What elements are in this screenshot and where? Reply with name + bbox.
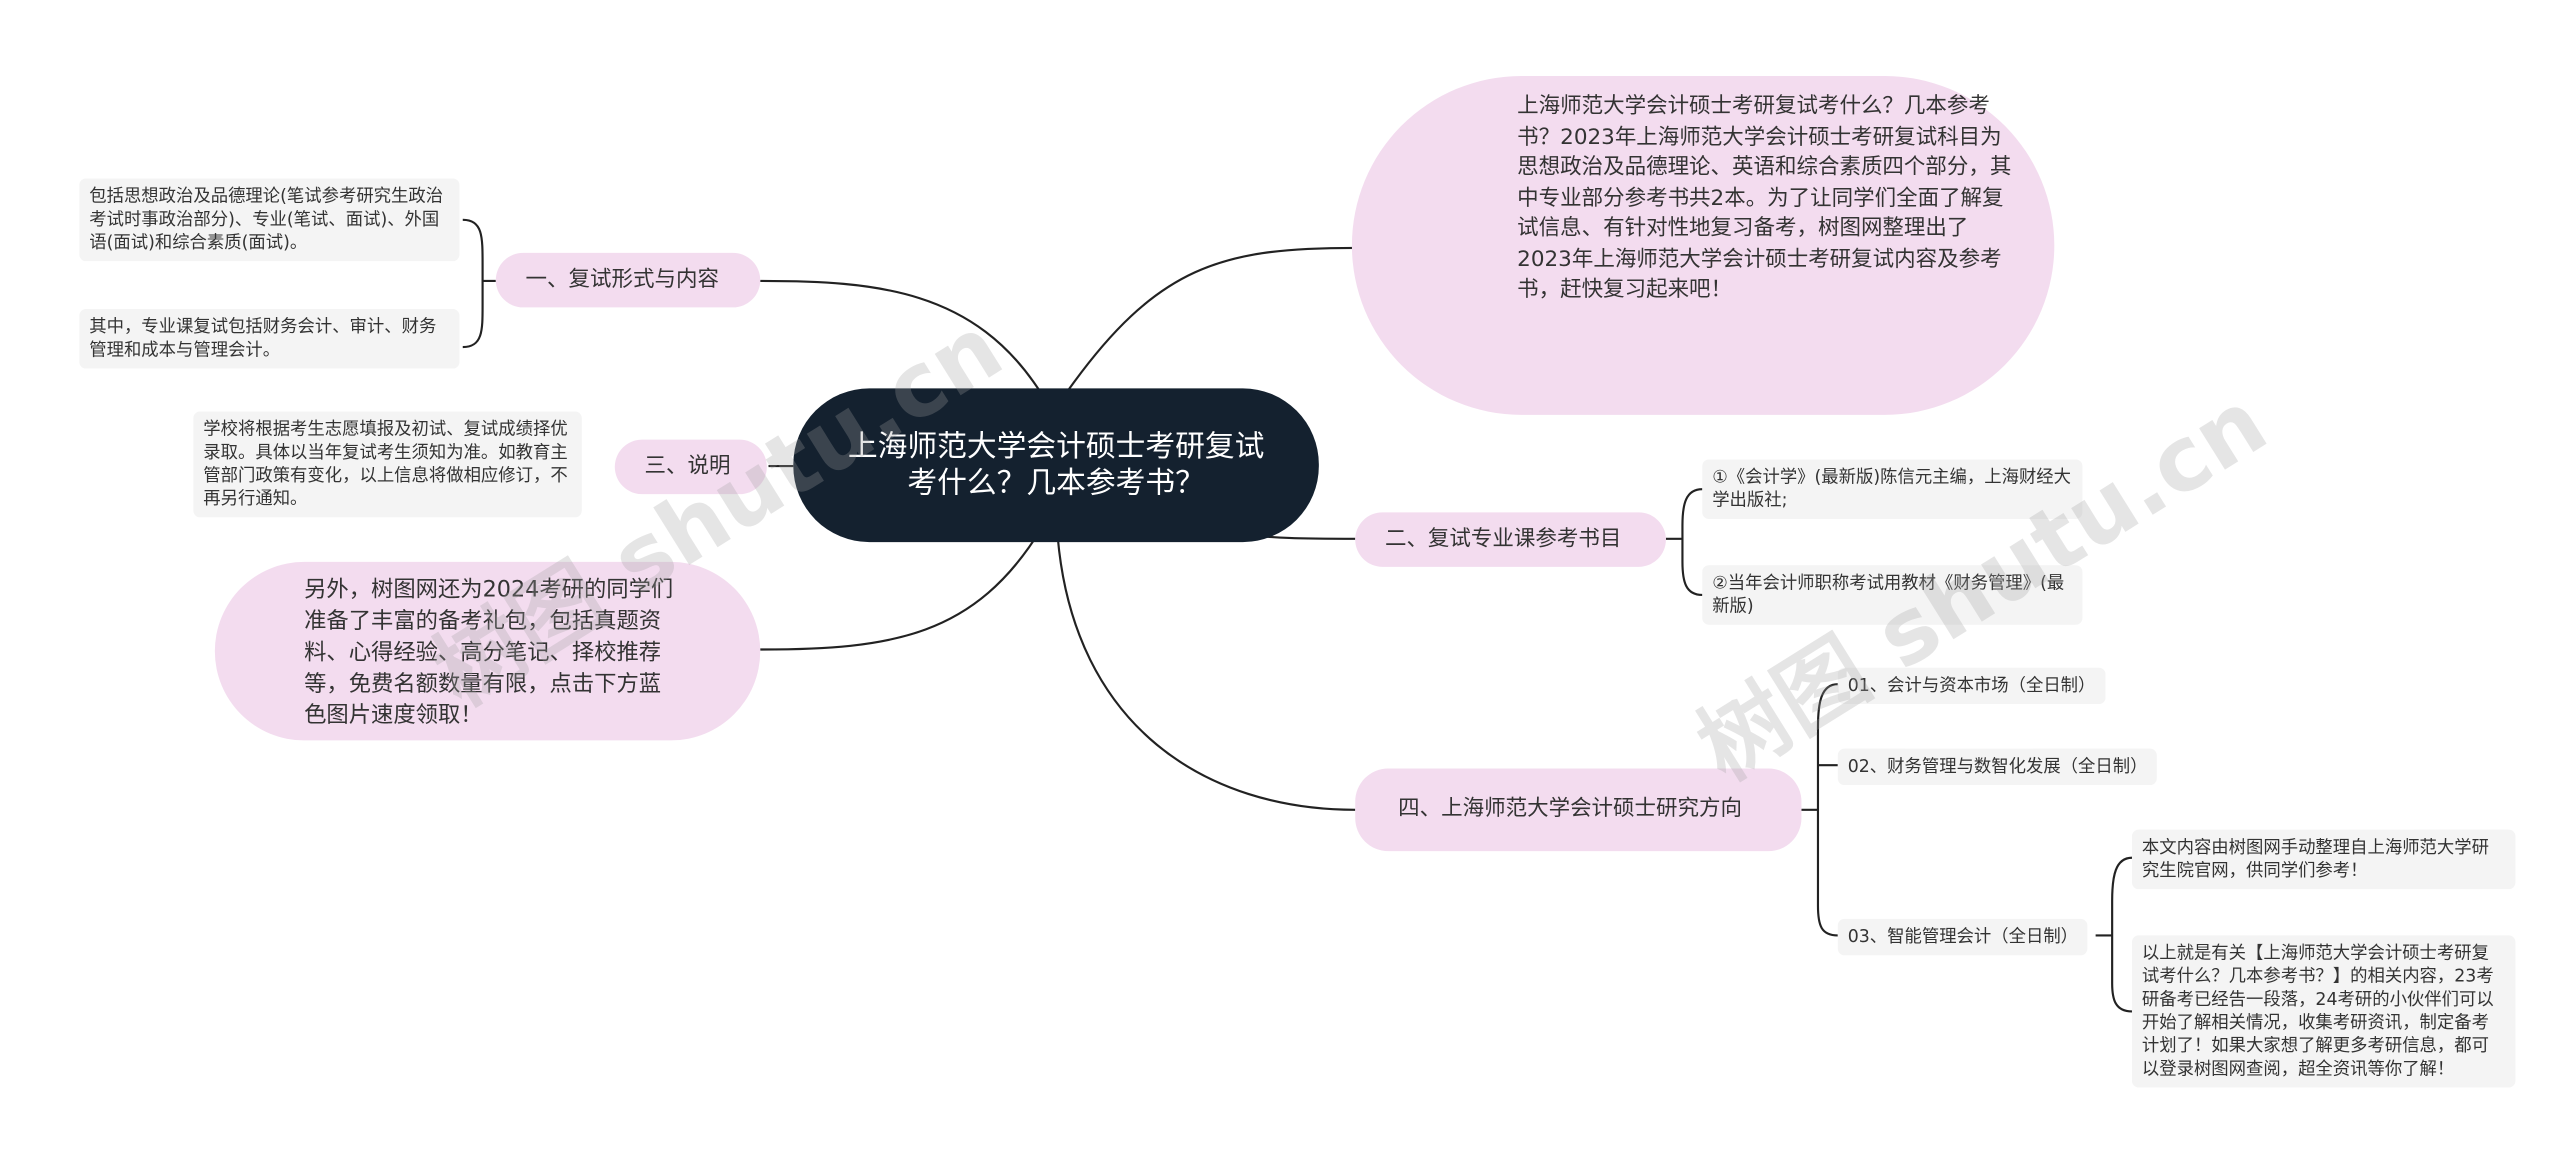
bracket-branch1 xyxy=(462,218,496,349)
branch-notes[interactable]: 三、说明 xyxy=(614,439,767,495)
leaf-notes-1-text: 学校将根据考生志愿填报及初试、复试成绩择优录取。具体以当年复试考生须知为准。如教… xyxy=(203,419,568,510)
edge-promo xyxy=(760,528,1043,651)
promo-text: 另外，树图网还为2024考研的同学们准备了丰富的备考礼包，包括真题资料、心得经验… xyxy=(304,576,674,729)
central-topic-label: 上海师范大学会计硕士考研复试考什么？几本参考书？ xyxy=(847,428,1265,500)
intro-text: 上海师范大学会计硕士考研复试考什么？几本参考书？2023年上海师范大学会计硕士考… xyxy=(1517,94,2012,303)
leaf-format-2-text: 其中，专业课复试包括财务会计、审计、财务管理和成本与管理会计。 xyxy=(89,317,437,361)
branch-research-directions[interactable]: 四、上海师范大学会计硕士研究方向 xyxy=(1355,768,1802,852)
leaf-book-1-text: ①《会计学》(最新版)陈信元主编，上海财经大学出版社; xyxy=(1712,467,2072,511)
leaf-summary[interactable]: 以上就是有关【上海师范大学会计硕士考研复试考什么？几本参考书？】的相关内容，23… xyxy=(2131,935,2516,1088)
leaf-source-note-text: 本文内容由树图网手动整理自上海师范大学研究生院官网，供同学们参考！ xyxy=(2141,837,2489,881)
leaf-direction-2[interactable]: 02、财务管理与数智化发展（全日制） xyxy=(1837,748,2158,786)
leaf-notes-1[interactable]: 学校将根据考生志愿填报及初试、复试成绩择优录取。具体以当年复试考生须知为准。如教… xyxy=(193,411,582,518)
leaf-source-note[interactable]: 本文内容由树图网手动整理自上海师范大学研究生院官网，供同学们参考！ xyxy=(2131,829,2516,890)
leaf-direction-1-text: 01、会计与资本市场（全日制） xyxy=(1847,675,2096,696)
leaf-direction-3[interactable]: 03、智能管理会计（全日制） xyxy=(1837,918,2088,956)
leaf-book-1[interactable]: ①《会计学》(最新版)陈信元主编，上海财经大学出版社; xyxy=(1702,459,2083,519)
leaf-format-1-text: 包括思想政治及品德理论(笔试参考研究生政治考试时事政治部分)、专业(笔试、面试)… xyxy=(89,186,444,253)
branch-notes-label: 三、说明 xyxy=(644,453,731,479)
edge-branch1 xyxy=(760,279,1043,394)
edge-branch4 xyxy=(1056,537,1356,811)
bracket-branch4 xyxy=(1801,683,1838,937)
leaf-format-2[interactable]: 其中，专业课复试包括财务会计、审计、财务管理和成本与管理会计。 xyxy=(79,309,460,369)
leaf-direction-2-text: 02、财务管理与数智化发展（全日制） xyxy=(1847,756,2148,777)
central-topic[interactable]: 上海师范大学会计硕士考研复试考什么？几本参考书？ xyxy=(793,388,1319,543)
leaf-direction-1[interactable]: 01、会计与资本市场（全日制） xyxy=(1837,667,2106,705)
branch-format-content-label: 一、复试形式与内容 xyxy=(525,266,719,292)
leaf-summary-text: 以上就是有关【上海师范大学会计硕士考研复试考什么？几本参考书？】的相关内容，23… xyxy=(2141,943,2494,1080)
bracket-branch2 xyxy=(1665,488,1703,597)
leaf-format-1[interactable]: 包括思想政治及品德理论(笔试参考研究生政治考试时事政治部分)、专业(笔试、面试)… xyxy=(79,178,460,262)
branch-research-directions-label: 四、上海师范大学会计硕士研究方向 xyxy=(1398,796,1742,822)
edge-intro xyxy=(1065,246,1356,394)
intro-node[interactable]: 上海师范大学会计硕士考研复试考什么？几本参考书？2023年上海师范大学会计硕士考… xyxy=(1351,76,2055,415)
branch-reference-books-label: 二、复试专业课参考书目 xyxy=(1384,526,1622,552)
leaf-direction-3-text: 03、智能管理会计（全日制） xyxy=(1847,927,2079,947)
promo-node[interactable]: 另外，树图网还为2024考研的同学们准备了丰富的备考礼包，包括真题资料、心得经验… xyxy=(214,561,761,741)
leaf-book-2[interactable]: ②当年会计师职称考试用教材《财务管理》(最新版) xyxy=(1702,565,2083,625)
branch-format-content[interactable]: 一、复试形式与内容 xyxy=(495,252,761,308)
branch-reference-books[interactable]: 二、复试专业课参考书目 xyxy=(1355,512,1666,567)
bracket-sub xyxy=(2095,856,2133,1013)
leaf-book-2-text: ②当年会计师职称考试用教材《财务管理》(最新版) xyxy=(1712,573,2065,617)
